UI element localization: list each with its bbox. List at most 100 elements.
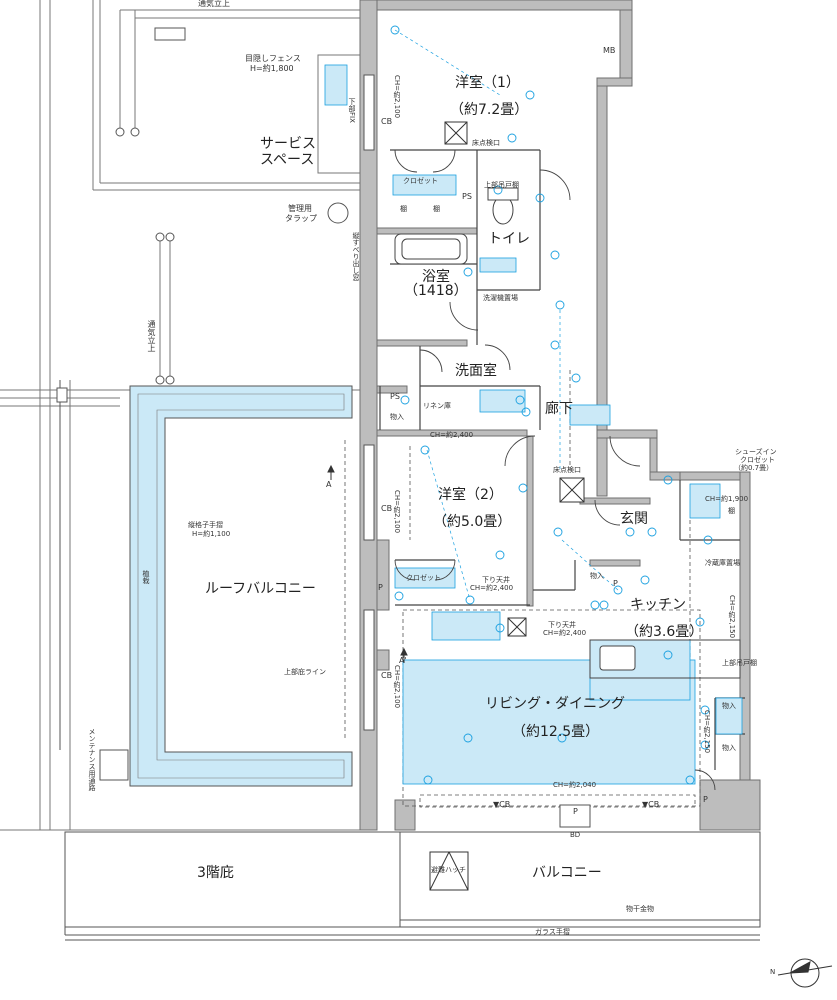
- section-markers: [327, 464, 408, 663]
- cb2-label: CB: [381, 504, 393, 513]
- upper-eave-label: 上部庇ライン: [284, 668, 326, 676]
- drying-label: 物干金物: [626, 905, 654, 913]
- escape-hatch: [429, 851, 469, 891]
- room-kitchen-label: キッチン: [630, 597, 686, 613]
- closet2-label: クロゼット: [406, 574, 441, 582]
- kitchen-vent-symbol: [507, 617, 527, 637]
- shoes-label-2: クロゼット: [740, 456, 775, 464]
- shoes-label-1: シューズイン: [735, 448, 777, 456]
- planter-label: 植栽: [142, 570, 150, 584]
- glass-rail-label: ガラス手摺: [535, 928, 570, 936]
- vent-top-label: 通気立上: [198, 0, 230, 8]
- storage2-label: 物入: [590, 572, 604, 580]
- p4-label: P: [613, 579, 618, 588]
- blue-lines: [394, 29, 619, 601]
- service-space-label-1: サービス: [260, 136, 316, 152]
- room-bedroom1-size: （約7.2畳）: [450, 102, 529, 118]
- cb3-label: CB: [381, 671, 393, 680]
- interior-walls: [379, 149, 745, 770]
- storage3-label: 物入: [722, 702, 736, 710]
- p3-label: P: [703, 795, 708, 804]
- ch-2100-c-label: CH=約2,100: [393, 665, 401, 709]
- section-a-label: A: [326, 480, 332, 489]
- section-a-prime-label: A': [399, 656, 407, 665]
- room-entrance-label: 玄関: [620, 511, 648, 527]
- fence-label-1: 目隠しフェンス: [245, 54, 301, 63]
- balcony-label: バルコニー: [532, 865, 602, 881]
- lattice-label-2: H=約1,100: [192, 530, 231, 538]
- cb-bottom-left: ▼CB: [493, 800, 511, 809]
- shelf-c-label: 棚: [728, 507, 735, 515]
- mb-label: MB: [603, 46, 616, 55]
- escape-hatch-label: 避難ハッチ: [431, 866, 466, 874]
- storage4-label: 物入: [722, 744, 736, 752]
- floor-check1-label: 床点検口: [472, 139, 500, 147]
- lowered-ceiling-a: 下り天井: [482, 576, 510, 584]
- trap-label-1: 管理用: [288, 204, 312, 213]
- door-swings: [394, 149, 716, 791]
- window-vert-label: 縦すべり出し窓: [352, 232, 360, 281]
- north-arrow: [777, 958, 833, 988]
- service-space-label-2: スペース: [260, 152, 315, 168]
- roof-balcony-label: ルーフバルコニー: [205, 581, 316, 597]
- maint-label: メンテナンス用通路: [88, 728, 96, 791]
- cb-bottom-right: ▼CB: [642, 800, 660, 809]
- ch-2400-b-label: CH=約2,400: [470, 584, 514, 592]
- ps1-label: PS: [462, 192, 472, 201]
- lowered-ceiling-b: 下り天井: [548, 621, 576, 629]
- room-hallway-label: 廊下: [545, 401, 573, 417]
- window-frames: [363, 74, 591, 828]
- electrical-marks: [390, 25, 713, 785]
- lattice-label-1: 縦格子手摺: [188, 521, 223, 529]
- light-blue-areas: [392, 174, 743, 785]
- room-kitchen-size: （約3.6畳）: [625, 624, 704, 640]
- lower-fx-label: 下部FIX: [348, 98, 356, 123]
- fence-label-2: H=約1,800: [250, 64, 294, 73]
- washer-label: 洗濯機置場: [483, 294, 518, 302]
- floor-check-1-symbol: [444, 121, 468, 145]
- upper-hanging-label: 上部吊戸棚: [722, 659, 757, 667]
- ch-2400-a-label: CH=約2,400: [430, 431, 474, 439]
- ch-2400-c-label: CH=約2,400: [543, 629, 587, 637]
- ch-2040-label: CH=約2,040: [553, 781, 597, 789]
- p2-label: P: [573, 807, 578, 816]
- floor3-eaves-label: 3階庇: [197, 865, 234, 881]
- room-living-size: （約12.5畳）: [512, 724, 600, 740]
- ch-2150-a-label: CH=約2,150: [728, 595, 736, 639]
- kitchen-counter: [589, 639, 741, 679]
- lower-exterior: [64, 831, 761, 941]
- ch-1900-label: CH=約1,900: [705, 495, 749, 503]
- fridge-label: 冷蔵庫置場: [705, 559, 740, 567]
- ch-2100-b-label: CH=約2,100: [393, 490, 401, 534]
- room-bedroom1-label: 洋室（1）: [455, 75, 520, 91]
- storage1-label: 物入: [390, 413, 404, 421]
- room-bedroom2-size: （約5.0畳）: [433, 514, 512, 530]
- bathtub: [394, 233, 468, 265]
- upper-cabinet-label: 上部吊戸棚: [484, 181, 519, 189]
- north-label: N: [770, 968, 776, 976]
- cb1-label: CB: [381, 117, 393, 126]
- exterior-pipes: [115, 27, 349, 385]
- vent-mid-label: 通気立上: [147, 320, 156, 352]
- p1-label: P: [378, 583, 383, 592]
- shelf-b-label: 棚: [433, 205, 440, 213]
- room-washroom-label: 洗面室: [455, 363, 497, 379]
- linen-label: リネン庫: [423, 402, 451, 410]
- ps2-label: PS: [390, 392, 400, 401]
- floor-check2-label: 床点検口: [553, 466, 581, 474]
- shelf-a-label: 棚: [400, 205, 407, 213]
- room-bedroom2-label: 洋室（2）: [438, 487, 503, 503]
- floor-check-2-symbol: [559, 477, 585, 503]
- ch-2100-a-label: CH=約2,100: [393, 75, 401, 119]
- closet1-label: クロゼット: [403, 177, 438, 185]
- trap-label-2: タラップ: [285, 214, 317, 223]
- ch-2150-b-label: CH=約2,150: [703, 710, 711, 754]
- shoes-label-3: （約0.7畳）: [734, 464, 774, 472]
- planter-area: [129, 385, 353, 787]
- room-bath-size: （1418）: [404, 283, 468, 299]
- bd-label: BD: [570, 831, 581, 839]
- room-living-label: リビング・ダイニング: [485, 696, 625, 712]
- room-bath-label: 浴室: [422, 269, 450, 285]
- room-toilet-label: トイレ: [488, 231, 530, 247]
